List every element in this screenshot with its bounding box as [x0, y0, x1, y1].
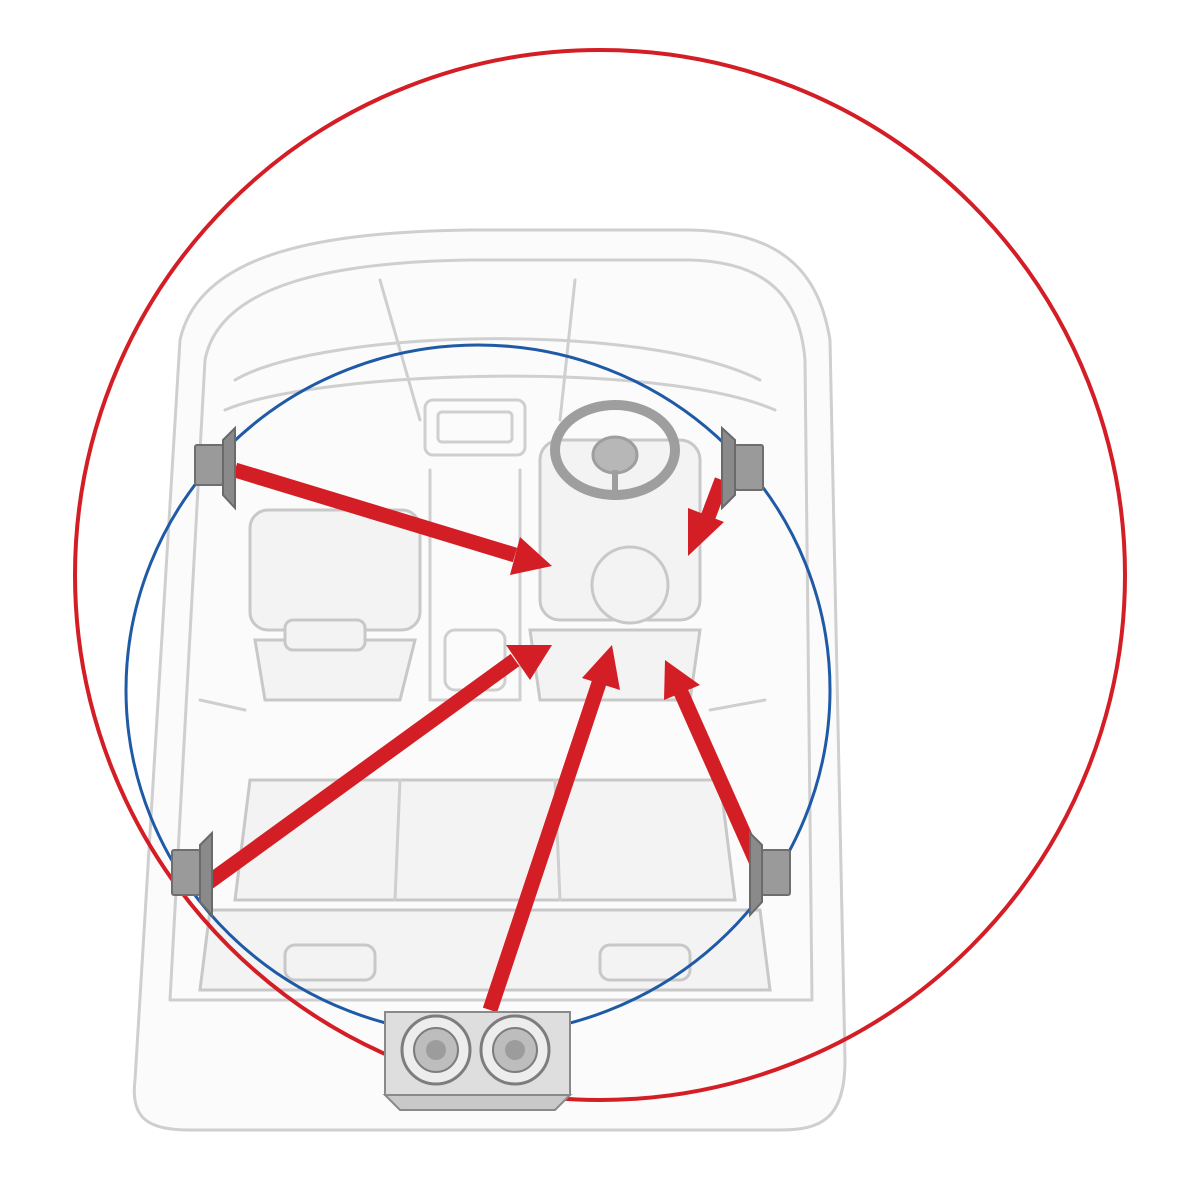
passenger-seat-back [248, 508, 422, 632]
door-line-left [198, 698, 247, 712]
subwoofer-driver-right [479, 1014, 551, 1086]
rear-seat-divider-left [393, 778, 402, 902]
center-console [428, 468, 522, 702]
dashboard-line [223, 374, 777, 412]
subwoofer-box [382, 1011, 573, 1111]
arrow-front-left [232, 462, 552, 575]
arrow-front-right [688, 477, 730, 556]
rear-headrest-right [598, 943, 692, 982]
passenger-seat [248, 508, 422, 702]
arrow-rear-right [664, 660, 767, 874]
car-inner-shell [168, 258, 814, 1002]
rear-headrest-left [283, 943, 377, 982]
rear-left-speaker [171, 830, 213, 918]
driver-seat [528, 400, 702, 702]
driver-headrest [590, 545, 670, 625]
rear-seat-back [233, 778, 737, 902]
rear-right-speaker [749, 830, 791, 918]
steering-hub [591, 435, 639, 475]
subwoofer-driver-left [400, 1014, 472, 1086]
arrow-rear-left [200, 645, 552, 892]
outer-soundstage-circle [73, 48, 1127, 1102]
rear-seat [198, 778, 772, 992]
a-pillar-right [558, 278, 577, 422]
arrow-subwoofer [482, 645, 620, 1013]
center-display-inner [436, 410, 514, 444]
door-line-right [708, 698, 767, 712]
passenger-headrest [283, 618, 367, 652]
a-pillar-left [378, 278, 422, 422]
front-left-speaker [194, 425, 236, 511]
center-display [423, 398, 527, 457]
sound-arrows [200, 462, 767, 1013]
front-right-speaker [721, 425, 764, 511]
windshield-frame [233, 337, 762, 382]
